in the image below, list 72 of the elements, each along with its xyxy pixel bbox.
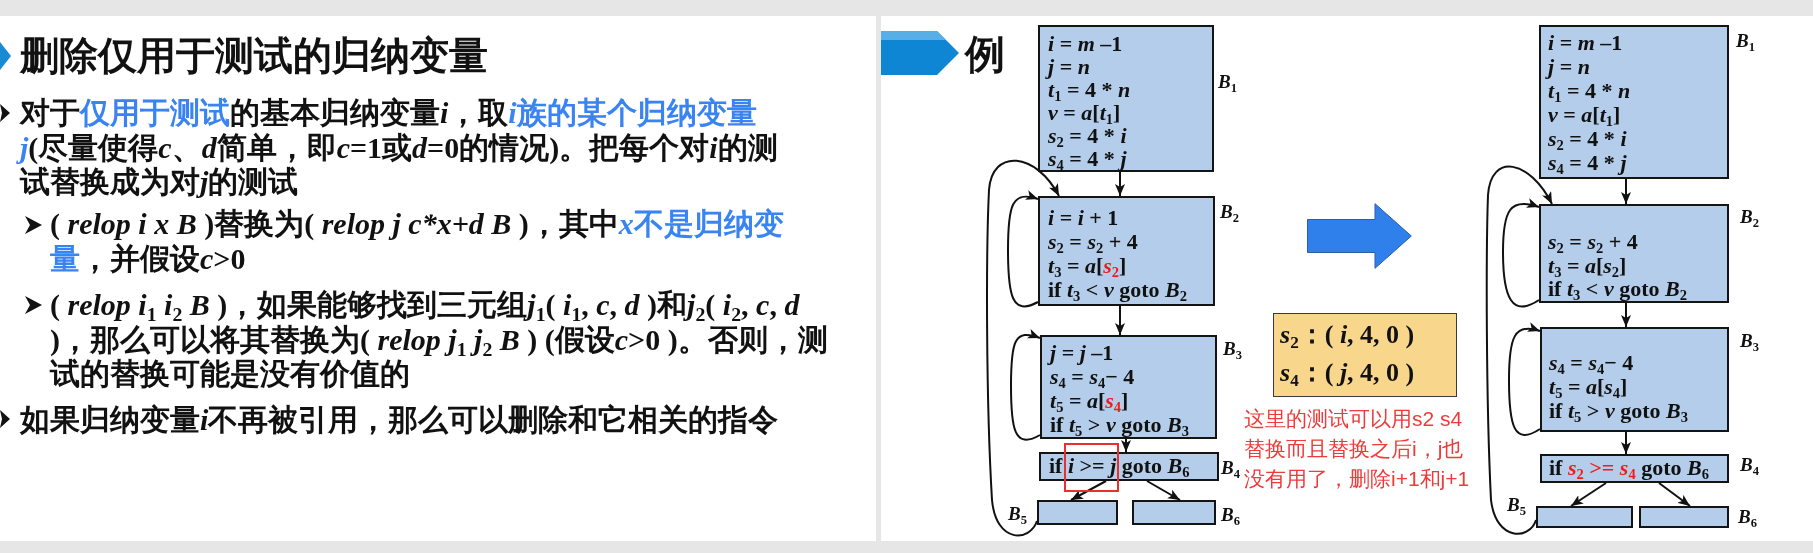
arrow: [1115, 171, 1125, 197]
code-line: if t$_{3}$ < v goto B$_{2}$: [1048, 278, 1187, 302]
code-line: s$_{2}$ = 4 * i: [1048, 124, 1127, 147]
code-line: s$_{4}$ = s$_{4}$− 4: [1050, 365, 1135, 389]
code-line: if t$_{5}$ > v goto B$_{3}$: [1549, 399, 1688, 423]
block-label: B$_{4}$: [1740, 455, 1759, 475]
block-label: B$_{6}$: [1738, 507, 1757, 527]
block-label: B$_{1}$: [1736, 31, 1755, 51]
sub-bullet-text: ( relop i$_{1}$ i$_{2}$ B )，如果能够找到三元组j$_{1}$( i$_{1}$, c, d )和j$_{2}$( i$_{2}$, c, d )，那么可以将其替换为( relop j$_{1}$ j$_{2}$ B ) (假设c>0 )。否则，测试的替换可能是没有价值的: [50, 288, 829, 392]
formula-text: s$_{2}$：( i, 4, 0 ): [1280, 319, 1415, 354]
basic-block-box: [1038, 25, 1214, 172]
empty-box: [1132, 500, 1216, 525]
arrow: [1621, 431, 1631, 455]
curved-arrow: [1007, 190, 1039, 308]
note-box: [1273, 313, 1457, 397]
code-line: v = a[t$_{1}$]: [1548, 103, 1621, 127]
block-label: B$_{2}$: [1740, 207, 1759, 227]
arrow: [1070, 480, 1107, 501]
block-label: B$_{2}$: [1220, 202, 1239, 222]
code-line: s$_{4}$ = 4 * j: [1548, 151, 1627, 175]
empty-box: [1037, 500, 1118, 525]
annotation-text: 这里的测试可以用s2 s4替换而且替换之后i，j也没有用了，删除i+1和j+1: [1244, 406, 1471, 492]
basic-block-box: [1040, 335, 1217, 439]
basic-block-box: [1038, 196, 1215, 306]
bullet-text: 如果归纳变量i不再被引用，那么可以删除和它相关的指令: [20, 403, 780, 438]
code-line: t$_{3}$ = a[s$_{2}$]: [1048, 254, 1127, 278]
slide-title: 删除仅用于测试的归纳变量: [20, 35, 488, 77]
block-label: B$_{3}$: [1740, 331, 1759, 351]
arrow: [1570, 482, 1607, 507]
basic-block-box: [1540, 327, 1729, 432]
code-line: i = m –1: [1048, 32, 1123, 55]
basic-block-box: [1039, 452, 1219, 481]
curved-arrow: [1010, 329, 1041, 441]
block-label: B$_{5}$: [1008, 504, 1027, 524]
sub-bullet-text: ( relop i x B )替换为( relop j c*x+d B )，其中x不是归纳变量，并假设c>0: [50, 207, 785, 276]
code-line: t$_{1}$ = 4 * n: [1048, 78, 1131, 101]
block-label: B$_{6}$: [1221, 505, 1240, 525]
block-label: B$_{5}$: [1507, 495, 1526, 515]
arrow: [1146, 480, 1181, 501]
block-label: B$_{3}$: [1223, 339, 1242, 359]
code-line: s$_{4}$ = s$_{4}$− 4: [1549, 351, 1634, 375]
code-line: if t$_{5}$ > v goto B$_{3}$: [1050, 413, 1189, 437]
code-line: i = i + 1: [1048, 206, 1119, 230]
code-line: t$_{3}$ = a[s$_{2}$]: [1548, 253, 1627, 277]
empty-box: [1639, 506, 1729, 528]
arrow: [1121, 438, 1131, 453]
code-line: s$_{2}$ = s$_{2}$ + 4: [1048, 230, 1138, 254]
code-line: if i >= j goto B$_{6}$: [1049, 454, 1190, 478]
code-line: if t$_{3}$ < v goto B$_{2}$: [1548, 277, 1687, 301]
code-line: s$_{2}$ = 4 * i: [1548, 127, 1627, 151]
curved-arrow: [1485, 165, 1553, 535]
basic-block-box: [1539, 204, 1729, 303]
curved-arrow: [1502, 198, 1540, 308]
formula-text: s$_{4}$：( j, 4, 0 ): [1280, 357, 1415, 392]
code-line: t$_{5}$ = a[s$_{4}$]: [1050, 389, 1129, 413]
basic-block-box: [1539, 25, 1729, 179]
code-line: s$_{2}$ = s$_{2}$ + 4: [1548, 230, 1638, 254]
code-line: t$_{1}$ = 4 * n: [1548, 79, 1631, 103]
arrow: [1115, 305, 1125, 336]
code-line: if s$_{2}$ >= s$_{4}$ goto B$_{6}$: [1549, 456, 1709, 480]
code-line: v = a[t$_{1}$]: [1048, 101, 1121, 124]
arrow: [1621, 302, 1631, 328]
basic-block-box: [1540, 454, 1729, 483]
arrow: [1658, 482, 1691, 507]
curved-arrow: [986, 159, 1060, 537]
arrow: [1621, 178, 1631, 205]
code-line: t$_{5}$ = a[s$_{4}$]: [1549, 375, 1628, 399]
block-label: B$_{1}$: [1218, 72, 1237, 92]
block-label: B$_{4}$: [1221, 458, 1240, 478]
curved-arrow: [1508, 322, 1541, 436]
code-line: i = m –1: [1548, 31, 1623, 55]
empty-box: [1536, 506, 1633, 528]
